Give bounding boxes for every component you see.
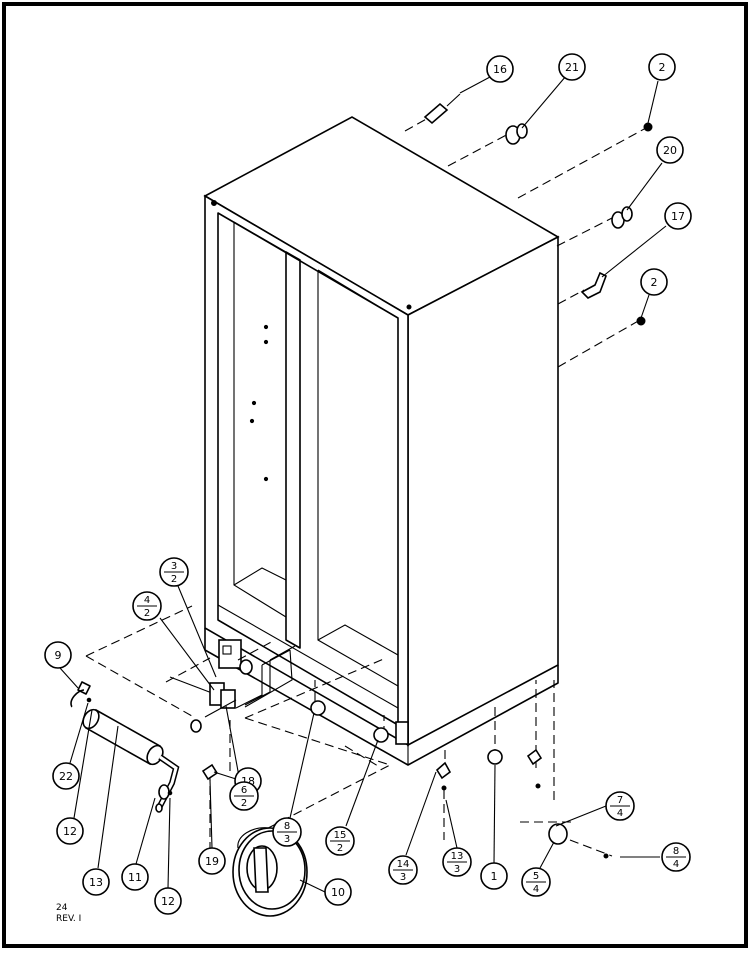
svg-text:2: 2 bbox=[659, 61, 666, 74]
svg-text:2: 2 bbox=[241, 798, 247, 809]
callout-10: 10 bbox=[324, 878, 352, 906]
svg-text:6: 6 bbox=[241, 785, 247, 796]
svg-text:3: 3 bbox=[400, 872, 406, 883]
callout-11: 11 bbox=[121, 863, 149, 891]
svg-text:14: 14 bbox=[397, 859, 410, 870]
svg-text:16: 16 bbox=[493, 63, 507, 76]
part-16-fitting bbox=[423, 93, 461, 125]
svg-text:8: 8 bbox=[284, 821, 290, 832]
drawing-border bbox=[2, 2, 748, 948]
svg-text:13: 13 bbox=[451, 851, 464, 862]
part-10-grommet-ring bbox=[232, 827, 308, 917]
drawing-code: 24 bbox=[56, 903, 68, 913]
part-20-bushing bbox=[611, 206, 633, 229]
svg-text:2: 2 bbox=[144, 608, 150, 619]
svg-text:2: 2 bbox=[337, 843, 343, 854]
callout-7-over-4: 74 bbox=[605, 791, 635, 821]
callout-5-over-4: 54 bbox=[521, 867, 551, 897]
part-17-bracket bbox=[580, 271, 608, 299]
svg-text:5: 5 bbox=[533, 871, 539, 882]
svg-text:12: 12 bbox=[161, 895, 175, 908]
svg-text:1: 1 bbox=[491, 870, 498, 883]
svg-text:4: 4 bbox=[673, 859, 679, 870]
callout-12-left: 12 bbox=[56, 817, 84, 845]
callout-3-over-2: 32 bbox=[159, 557, 189, 587]
part-5-leveler bbox=[548, 823, 609, 859]
condenser-tube-assembly bbox=[70, 681, 180, 813]
callout-14-over-3: 143 bbox=[388, 855, 418, 885]
callout-21: 21 bbox=[558, 53, 586, 81]
svg-text:11: 11 bbox=[128, 871, 142, 884]
callout-12-right: 12 bbox=[154, 887, 182, 915]
callout-13: 13 bbox=[82, 868, 110, 896]
svg-text:22: 22 bbox=[59, 770, 73, 783]
svg-text:2: 2 bbox=[651, 276, 658, 289]
svg-text:4: 4 bbox=[533, 884, 539, 895]
callout-22: 22 bbox=[52, 762, 80, 790]
svg-text:13: 13 bbox=[89, 876, 103, 889]
svg-text:21: 21 bbox=[565, 61, 579, 74]
svg-text:3: 3 bbox=[454, 864, 460, 875]
callout-2-lower: 2 bbox=[640, 268, 668, 296]
callout-19: 19 bbox=[198, 847, 226, 875]
callout-16-top: 16 bbox=[486, 55, 514, 83]
callout-13-over-3: 133 bbox=[442, 847, 472, 877]
part-21-bushing bbox=[505, 123, 528, 145]
refrigerator-cabinet bbox=[203, 116, 560, 766]
small-parts bbox=[70, 93, 653, 917]
callout-15-over-2: 152 bbox=[325, 826, 355, 856]
callout-4-over-2: 42 bbox=[132, 591, 162, 621]
leader-lines bbox=[85, 116, 647, 857]
callout-9: 9 bbox=[44, 641, 72, 669]
svg-text:9: 9 bbox=[55, 649, 62, 662]
drier-cylinder bbox=[82, 708, 164, 766]
svg-text:20: 20 bbox=[663, 144, 677, 157]
svg-text:8: 8 bbox=[673, 846, 679, 857]
callout-8-over-3: 83 bbox=[272, 817, 302, 847]
svg-text:7: 7 bbox=[617, 795, 623, 806]
svg-text:2: 2 bbox=[171, 574, 177, 585]
svg-text:3: 3 bbox=[171, 561, 177, 572]
svg-text:3: 3 bbox=[284, 834, 290, 845]
callout-leaders bbox=[59, 75, 667, 893]
callout-8-over-4: 84 bbox=[661, 842, 691, 872]
svg-text:12: 12 bbox=[63, 825, 77, 838]
svg-text:19: 19 bbox=[205, 855, 219, 868]
svg-text:10: 10 bbox=[331, 886, 345, 899]
callout-1: 1 bbox=[480, 862, 508, 890]
svg-text:4: 4 bbox=[144, 595, 150, 606]
callout-6-over-2: 62 bbox=[229, 781, 259, 811]
svg-text:15: 15 bbox=[334, 830, 347, 841]
svg-text:17: 17 bbox=[671, 210, 685, 223]
svg-text:4: 4 bbox=[617, 808, 623, 819]
callout-2-top: 2 bbox=[648, 53, 676, 81]
drawing-revision: REV. I bbox=[56, 914, 81, 924]
callout-20: 20 bbox=[656, 136, 684, 164]
callout-17: 17 bbox=[664, 202, 692, 230]
